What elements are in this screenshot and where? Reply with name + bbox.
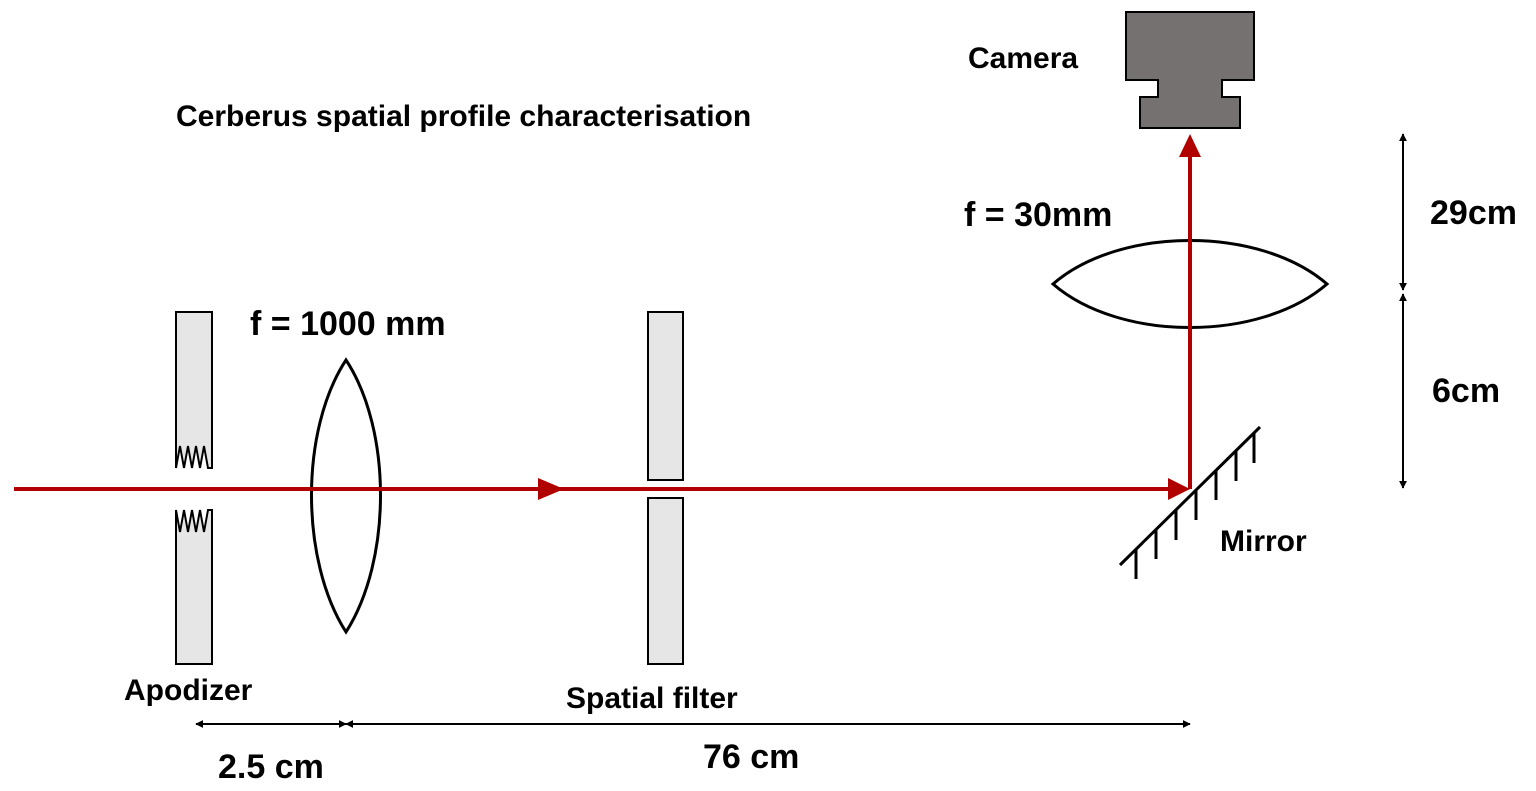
lens-f1000-label: f = 1000 mm (250, 305, 446, 343)
lens-f1000 (310, 357, 382, 635)
beam-direction-arrow (538, 478, 564, 500)
apodizer-top-plate (175, 311, 213, 469)
mirror-surface (1118, 425, 1262, 567)
spatial-filter-bottom-plate (647, 497, 684, 665)
mirror-label: Mirror (1220, 525, 1307, 558)
laser-beam (14, 134, 1201, 500)
beam-camera-arrowhead (1179, 134, 1201, 157)
camera-body (1125, 11, 1255, 129)
apodizer-label: Apodizer (124, 674, 253, 707)
dimension-2-5cm-label: 2.5 cm (218, 748, 324, 786)
dimension-76cm-label: 76 cm (703, 738, 799, 776)
dimension-29cm-label: 29cm (1430, 194, 1517, 232)
spatial-filter (647, 311, 684, 665)
apodizer-bottom-plate (175, 509, 213, 665)
beam-mirror-arrowhead (1168, 478, 1190, 500)
apodizer (175, 311, 213, 665)
mirror (1118, 425, 1262, 579)
dimension-6cm-label: 6cm (1432, 372, 1500, 410)
spatial-filter-label: Spatial filter (566, 682, 738, 715)
diagram-title: Cerberus spatial profile characterisatio… (176, 100, 751, 133)
spatial-filter-top-plate (647, 311, 684, 481)
camera-label: Camera (968, 42, 1078, 75)
lens-f30-label: f = 30mm (964, 196, 1112, 234)
